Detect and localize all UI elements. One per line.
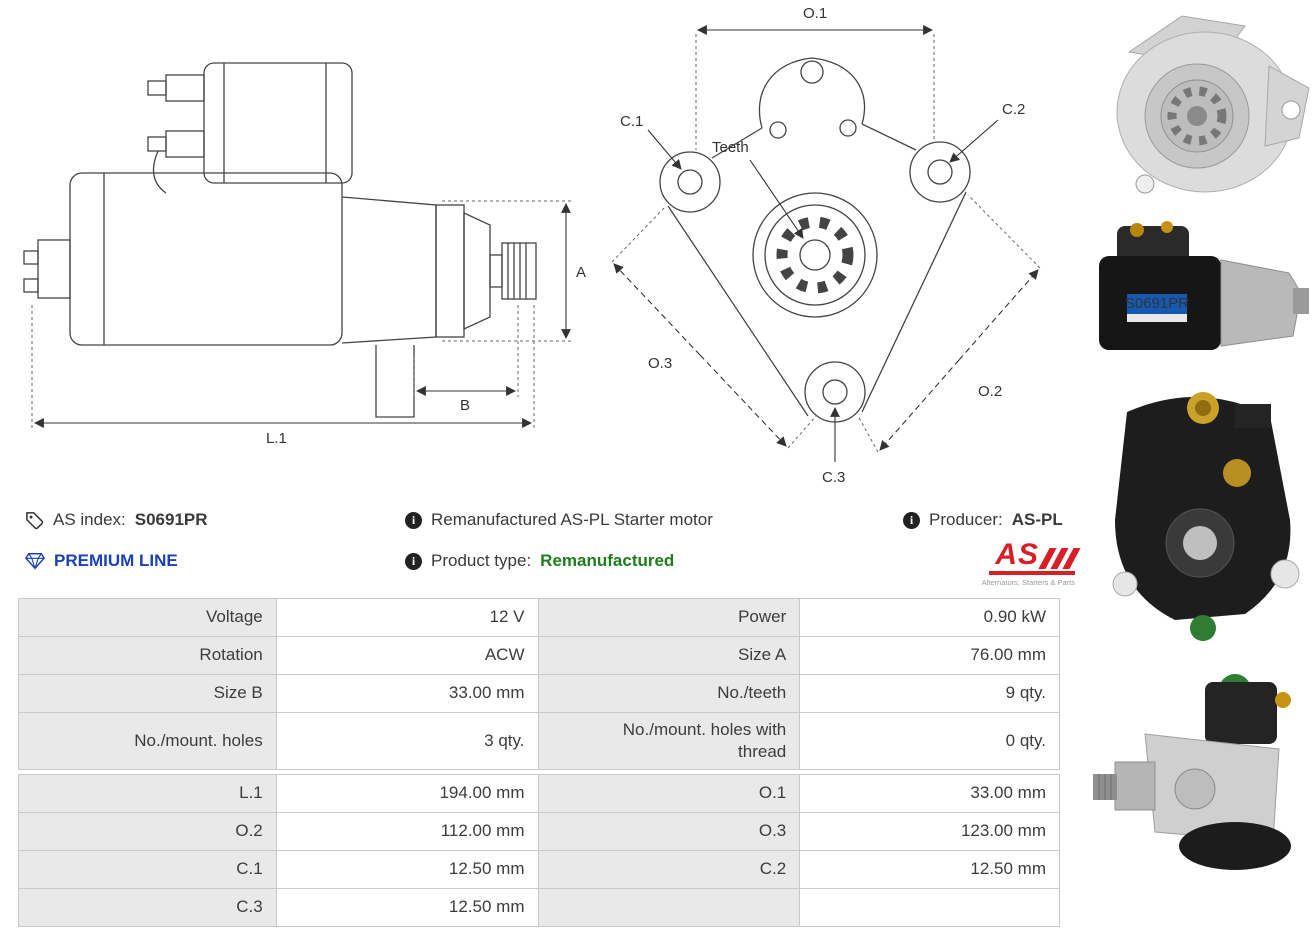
spec-value: 33.00 mm [276,675,539,713]
photo-label-text: S0691PR [1125,295,1189,312]
spec-value: 12.50 mm [276,889,539,927]
logo-underline [989,571,1075,575]
spec-table: Voltage 12 V Power 0.90 kW Rotation ACW … [18,598,1060,927]
spec-label: No./mount. holes with thread [538,713,801,770]
spec-label: No./mount. holes [19,713,277,770]
table-row: O.2 112.00 mm O.3 123.00 mm [19,813,1060,851]
spec-label: O.2 [19,813,277,851]
spec-label: C.1 [19,851,277,889]
spec-value: 0 qty. [800,713,1060,770]
front-view-drawing: O.1 C.1 C.2 Teeth O.3 O.2 C.3 [611,5,1041,486]
producer-label: Producer: [929,510,1003,529]
description-row: Remanufactured AS-PL Starter motor [405,507,885,533]
spec-value: 76.00 mm [800,637,1060,675]
product-photos: S0691PR [1084,4,1316,884]
tag-icon [26,511,44,529]
premium-line-label: PREMIUM LINE [54,551,178,570]
spec-label: Size A [538,637,801,675]
spec-label: O.3 [538,813,801,851]
spec-label: O.1 [538,775,801,813]
spec-label: L.1 [19,775,277,813]
spec-label: C.3 [19,889,277,927]
producer-row: Producer: AS-PL [903,507,1075,533]
dim-label-c3: C.3 [822,469,845,486]
brand-name: AS [995,538,1039,571]
spec-label: Voltage [19,599,277,637]
table-row: Rotation ACW Size A 76.00 mm [19,637,1060,675]
spec-value [800,889,1060,927]
table-row: Size B 33.00 mm No./teeth 9 qty. [19,675,1060,713]
spec-value: 3 qty. [276,713,539,770]
spec-value: 9 qty. [800,675,1060,713]
spec-label: Size B [19,675,277,713]
spec-value: 12.50 mm [800,851,1060,889]
spec-value: 123.00 mm [800,813,1060,851]
spec-value: ACW [276,637,539,675]
spec-label [538,889,801,927]
info-column-left: AS index: S0691PR PREMIUM LINE [25,507,385,574]
product-photo-rear [1087,378,1313,646]
product-description: Remanufactured AS-PL Starter motor [431,510,713,529]
dim-label-o1: O.1 [803,5,827,22]
dim-label-c2: C.2 [1002,101,1025,118]
table-row: Voltage 12 V Power 0.90 kW [19,599,1060,637]
brand-tagline: Alternators, Starters & Parts [981,578,1075,587]
premium-line-row: PREMIUM LINE [25,548,385,574]
spec-value: 33.00 mm [800,775,1060,813]
spec-label: No./teeth [538,675,801,713]
info-icon [405,552,422,570]
spec-value: 0.90 kW [800,599,1060,637]
product-photo-front-angled [1087,654,1313,884]
product-photo-side-black: S0691PR [1087,218,1313,370]
spec-value: 194.00 mm [276,775,539,813]
as-index-value: S0691PR [134,510,208,529]
aspl-logo: AS Alternators, Starters & Parts [903,538,1081,587]
product-type-value: Remanufactured [540,551,675,570]
spec-value: 12.50 mm [276,851,539,889]
dim-label-o3: O.3 [648,355,672,372]
spec-label: Power [538,599,801,637]
dim-label-b: B [460,397,470,414]
info-icon [405,511,422,529]
as-index-label: AS index: [53,510,126,529]
teeth-label: Teeth [712,139,749,156]
spec-label: C.2 [538,851,801,889]
producer-value: AS-PL [1011,510,1063,529]
spec-label: Rotation [19,637,277,675]
product-type-row: Product type: Remanufactured [405,548,885,574]
spec-value: 112.00 mm [276,813,539,851]
table-row: C.3 12.50 mm [19,889,1060,927]
product-type-label: Product type: [431,551,532,570]
table-row: C.1 12.50 mm C.2 12.50 mm [19,851,1060,889]
side-view-drawing: A B L.1 [23,62,586,447]
as-index-row: AS index: S0691PR [25,507,385,533]
spec-value: 12 V [276,599,539,637]
dim-label-a: A [576,264,586,281]
table-row: L.1 194.00 mm O.1 33.00 mm [19,775,1060,813]
dim-label-o2: O.2 [978,383,1002,400]
diamond-icon [25,553,45,570]
info-column-middle: Remanufactured AS-PL Starter motor Produ… [405,507,885,574]
info-icon [903,511,920,529]
info-column-right: Producer: AS-PL AS Alternators, Starters… [903,507,1081,587]
product-photo-angled [1087,4,1313,210]
dim-label-l1: L.1 [266,430,287,447]
table-row: No./mount. holes 3 qty. No./mount. holes… [19,713,1060,770]
dim-label-c1: C.1 [620,113,643,130]
